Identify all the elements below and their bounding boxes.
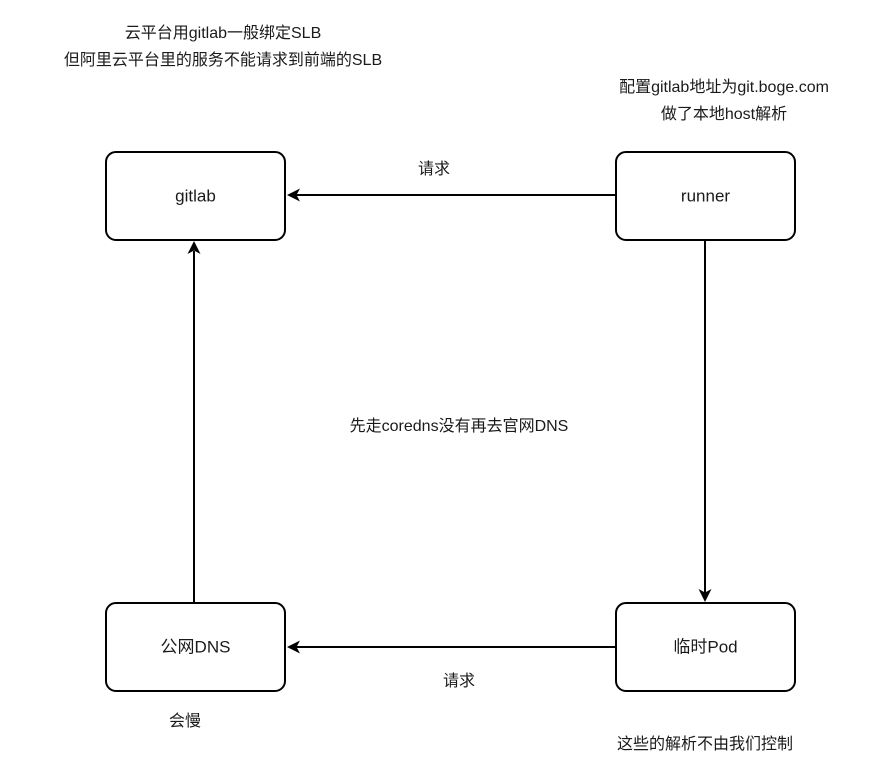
edge-temp-pod-to-public-dns bbox=[287, 640, 616, 654]
edge-runner-to-temp-pod bbox=[698, 240, 712, 602]
annotation-line: 先走coredns没有再去官网DNS bbox=[350, 417, 569, 435]
node-label-gitlab: gitlab bbox=[175, 186, 216, 205]
node-label-temp-pod: 临时Pod bbox=[673, 637, 737, 656]
edge-runner-to-gitlab bbox=[287, 188, 616, 202]
node-label-public-dns: 公网DNS bbox=[161, 637, 231, 656]
node-box[interactable] bbox=[615, 602, 796, 692]
nodes-layer: gitlab runner 公网DNS 临时Pod bbox=[105, 151, 796, 692]
annotation-line: 但阿里云平台里的服务不能请求到前端的SLB bbox=[64, 51, 382, 69]
labels-layer: 请求请求云平台用gitlab一般绑定SLB但阿里云平台里的服务不能请求到前端的S… bbox=[64, 24, 829, 753]
node-temp-pod[interactable]: 临时Pod bbox=[615, 602, 796, 692]
node-label-runner: runner bbox=[681, 186, 730, 205]
node-public-dns[interactable]: 公网DNS bbox=[105, 602, 286, 692]
arrow-head bbox=[287, 188, 300, 202]
annotation-line: 云平台用gitlab一般绑定SLB bbox=[125, 24, 322, 42]
annotation-line: 做了本地host解析 bbox=[661, 105, 787, 123]
node-gitlab[interactable]: gitlab bbox=[105, 151, 286, 241]
edge-public-dns-to-gitlab bbox=[187, 241, 201, 603]
edge-label-runner-to-gitlab: 请求 bbox=[418, 160, 450, 178]
annotation-coredns-note: 先走coredns没有再去官网DNS bbox=[350, 417, 569, 435]
annotation-line: 这些的解析不由我们控制 bbox=[617, 735, 793, 753]
arrow-head bbox=[187, 241, 201, 254]
node-box[interactable] bbox=[615, 151, 796, 241]
annotation-gitlab-address-note: 配置gitlab地址为git.boge.com 做了本地host解析 bbox=[619, 78, 829, 123]
annotation-resolution-not-controlled-note: 这些的解析不由我们控制 bbox=[617, 735, 793, 753]
arrow-head bbox=[287, 640, 300, 654]
arrow-head bbox=[698, 589, 712, 602]
node-box[interactable] bbox=[105, 602, 286, 692]
annotation-slow-note: 会慢 bbox=[169, 712, 201, 730]
node-runner[interactable]: runner bbox=[615, 151, 796, 241]
edges-layer bbox=[187, 188, 712, 654]
annotation-line: 会慢 bbox=[169, 712, 201, 730]
annotation-line: 配置gitlab地址为git.boge.com bbox=[619, 78, 829, 96]
edge-label-temp-pod-to-public-dns: 请求 bbox=[443, 672, 475, 690]
annotation-cloud-platform-note: 云平台用gitlab一般绑定SLB 但阿里云平台里的服务不能请求到前端的SLB bbox=[64, 24, 382, 69]
node-box[interactable] bbox=[105, 151, 286, 241]
